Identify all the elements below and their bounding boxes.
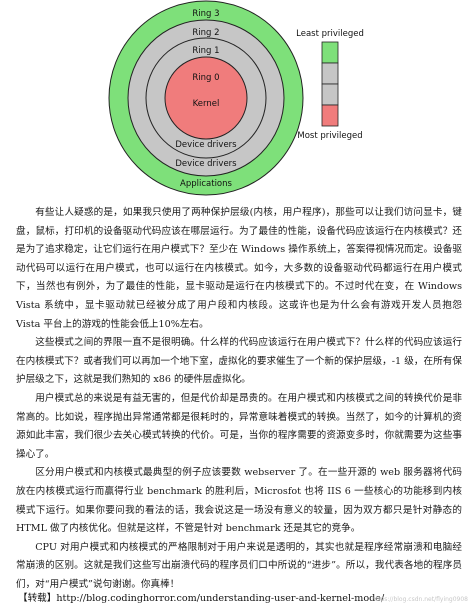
ring-0-label: Ring 0	[192, 73, 219, 83]
paragraph-webserver-example: 区分用户模式和内核模式最典型的例子应该要数 webserver 了。在一些开源的…	[16, 467, 462, 535]
device-drivers-label-outer: Device drivers	[175, 159, 237, 169]
device-drivers-label-inner: Device drivers	[175, 140, 237, 150]
ring-0-circle	[164, 56, 248, 140]
most-privileged-label: Most privileged	[297, 131, 362, 141]
watermark: https://blog.csdn.net/flying0908	[371, 596, 468, 603]
least-privileged-label: Least privileged	[296, 29, 364, 39]
legend-segment-ring-0	[321, 104, 339, 127]
ring-2-label: Ring 2	[192, 28, 219, 38]
protection-rings-diagram: Ring 3 Ring 2 Ring 1 Ring 0 Kernel Devic…	[108, 0, 364, 196]
kernel-label: Kernel	[193, 99, 220, 109]
paragraph-mode-boundaries: 这些模式之间的界限一直不是很明确。什么样的代码应该运行在用户模式下？什么样的代码…	[16, 337, 462, 386]
paragraph-conclusion: CPU 对用户模式和内核模式的严格限制对于用户来说是透明的，其实也就是程序经常崩…	[16, 541, 462, 590]
ring-1-label: Ring 1	[192, 46, 219, 56]
paragraph-device-drivers: 有些让人疑惑的是，如果我只使用了两种保护层级(内核，用户程序)，那些可以让我们访…	[16, 207, 462, 330]
legend-segment-ring-2	[321, 62, 339, 85]
legend-segment-ring-3	[321, 41, 339, 64]
article-body: 有些让人疑惑的是，如果我只使用了两种保护层级(内核，用户程序)，那些可以让我们访…	[16, 204, 462, 594]
source-label: 【转载】	[18, 593, 57, 604]
applications-label: Applications	[180, 179, 232, 189]
source-line: 【转载】http://blog.codinghorror.com/underst…	[18, 590, 384, 604]
ring-3-label: Ring 3	[192, 9, 219, 19]
paragraph-user-mode-cost: 用户模式总的来说是有益无害的，但是代价却是昂贵的。在用户模式和内核模式之间的转换…	[16, 392, 462, 460]
source-url-link[interactable]: http://blog.codinghorror.com/understandi…	[56, 593, 385, 604]
privilege-legend: Least privileged Most privileged	[296, 29, 364, 141]
legend-segment-ring-1	[321, 83, 339, 106]
